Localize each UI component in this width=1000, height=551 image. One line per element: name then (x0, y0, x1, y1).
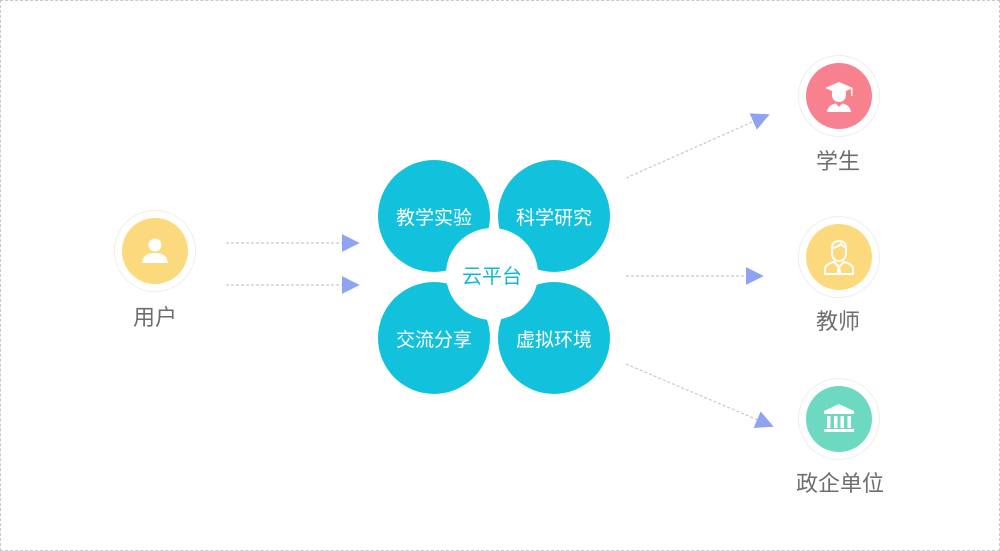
arrow-platform-to-student (625, 113, 770, 179)
enterprise-disc (806, 386, 872, 452)
teacher-disc (806, 224, 872, 290)
arrow-platform-to-enterprise (625, 363, 774, 428)
petal-scientific-research: 科学研究 (498, 160, 610, 272)
student-disc (806, 63, 872, 129)
cloud-platform-center: 云平台 (446, 228, 538, 320)
teacher-icon (824, 239, 854, 275)
teacher-label: 教师 (815, 310, 861, 335)
enterprise-node (798, 378, 880, 460)
user-node (114, 210, 196, 292)
graduate-icon (825, 82, 853, 112)
building-icon (824, 404, 854, 432)
user-icon (142, 238, 168, 263)
enterprise-label: 政企单位 (795, 472, 885, 497)
user-label: 用户 (132, 306, 178, 331)
student-node (798, 55, 880, 137)
user-disc (122, 218, 188, 284)
teacher-node (798, 216, 880, 298)
student-label: 学生 (815, 150, 861, 175)
